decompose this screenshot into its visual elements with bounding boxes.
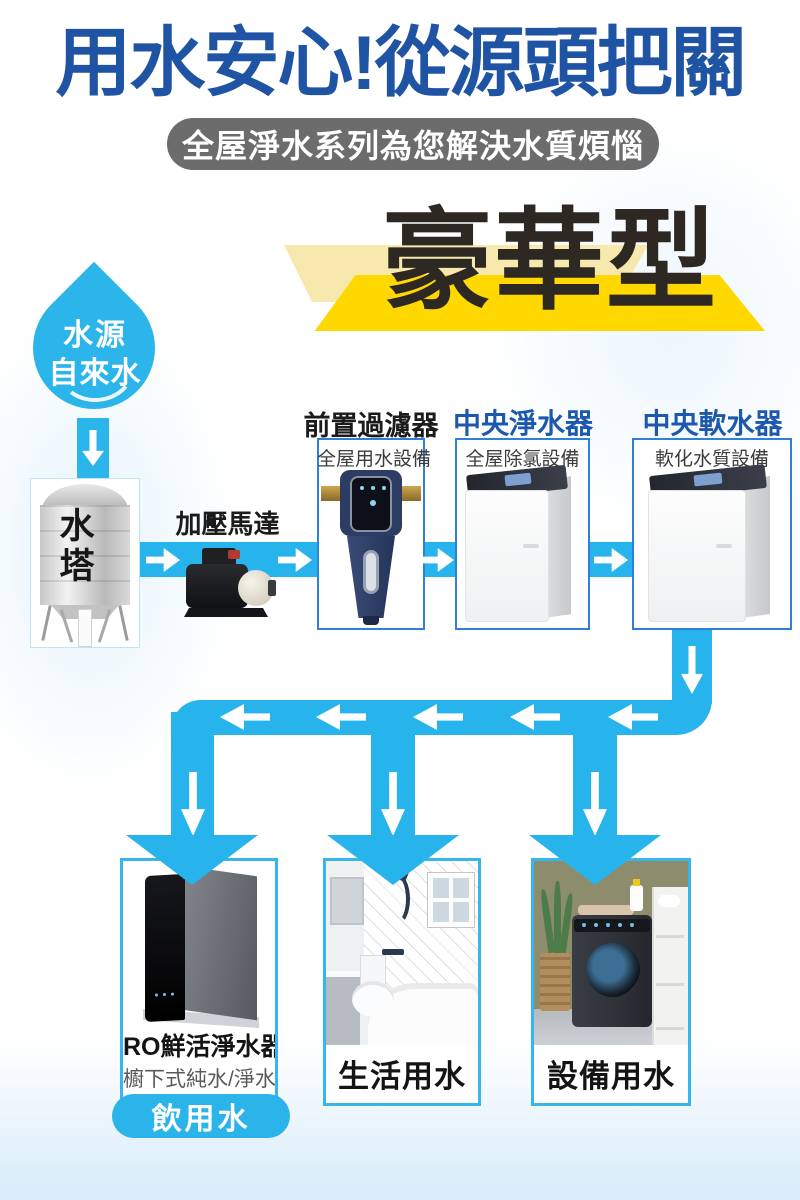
pump-label: 加壓馬達	[175, 509, 280, 539]
station-title-softener: 中央軟水器	[642, 408, 783, 439]
page-title: 用水安心!從源頭把關	[55, 21, 746, 106]
output-box-living: 生活用水	[323, 858, 481, 1106]
purifier-photo	[465, 464, 577, 626]
source-connector-pipe	[77, 418, 109, 480]
output-box-equipment: 設備用水	[531, 858, 691, 1106]
drinking-water-badge: 飲用水	[112, 1094, 290, 1138]
output-subtitle-drinking: 櫥下式純水/淨水	[123, 1068, 276, 1091]
drinking-water-badge-label: 飲用水	[151, 1103, 251, 1136]
output-title-drinking: RO鮮活淨水器	[123, 1033, 278, 1061]
ro-purifier-photo	[137, 865, 265, 1029]
source-label-line2: 自來水	[48, 357, 142, 390]
station-title-purifier: 中央淨水器	[452, 408, 593, 439]
washing-machine-photo	[534, 861, 688, 1045]
pump-photo	[184, 542, 276, 626]
subtitle-text: 全屋淨水系列為您解決水質煩惱	[181, 128, 644, 164]
station-subtitle-softener: 軟化水質設備	[654, 449, 769, 470]
flow-pipe-elbow	[672, 694, 712, 735]
station-subtitle-prefilter: 全屋用水設備	[317, 449, 432, 470]
arrow-down-icon	[82, 430, 104, 466]
output-title-living: 生活用水	[338, 1059, 466, 1094]
output-box-drinking: RO鮮活淨水器 櫥下式純水/淨水	[120, 858, 278, 1106]
tank-photo: 水塔	[30, 478, 140, 648]
tier-label: 豪華型	[382, 200, 718, 323]
source-label-line1: 水源	[63, 319, 127, 352]
tier-banner-shape	[314, 275, 765, 331]
bathroom-photo	[326, 861, 478, 1045]
output-title-equipment: 設備用水	[547, 1059, 675, 1094]
subtitle-pill: 全屋淨水系列為您解決水質煩惱	[167, 118, 659, 170]
station-title-prefilter: 前置過濾器	[303, 411, 439, 441]
prefilter-photo	[317, 458, 425, 630]
station-subtitle-purifier: 全屋除氯設備	[465, 449, 580, 470]
softener-photo	[648, 464, 776, 626]
tank-label: 水塔	[59, 507, 95, 587]
